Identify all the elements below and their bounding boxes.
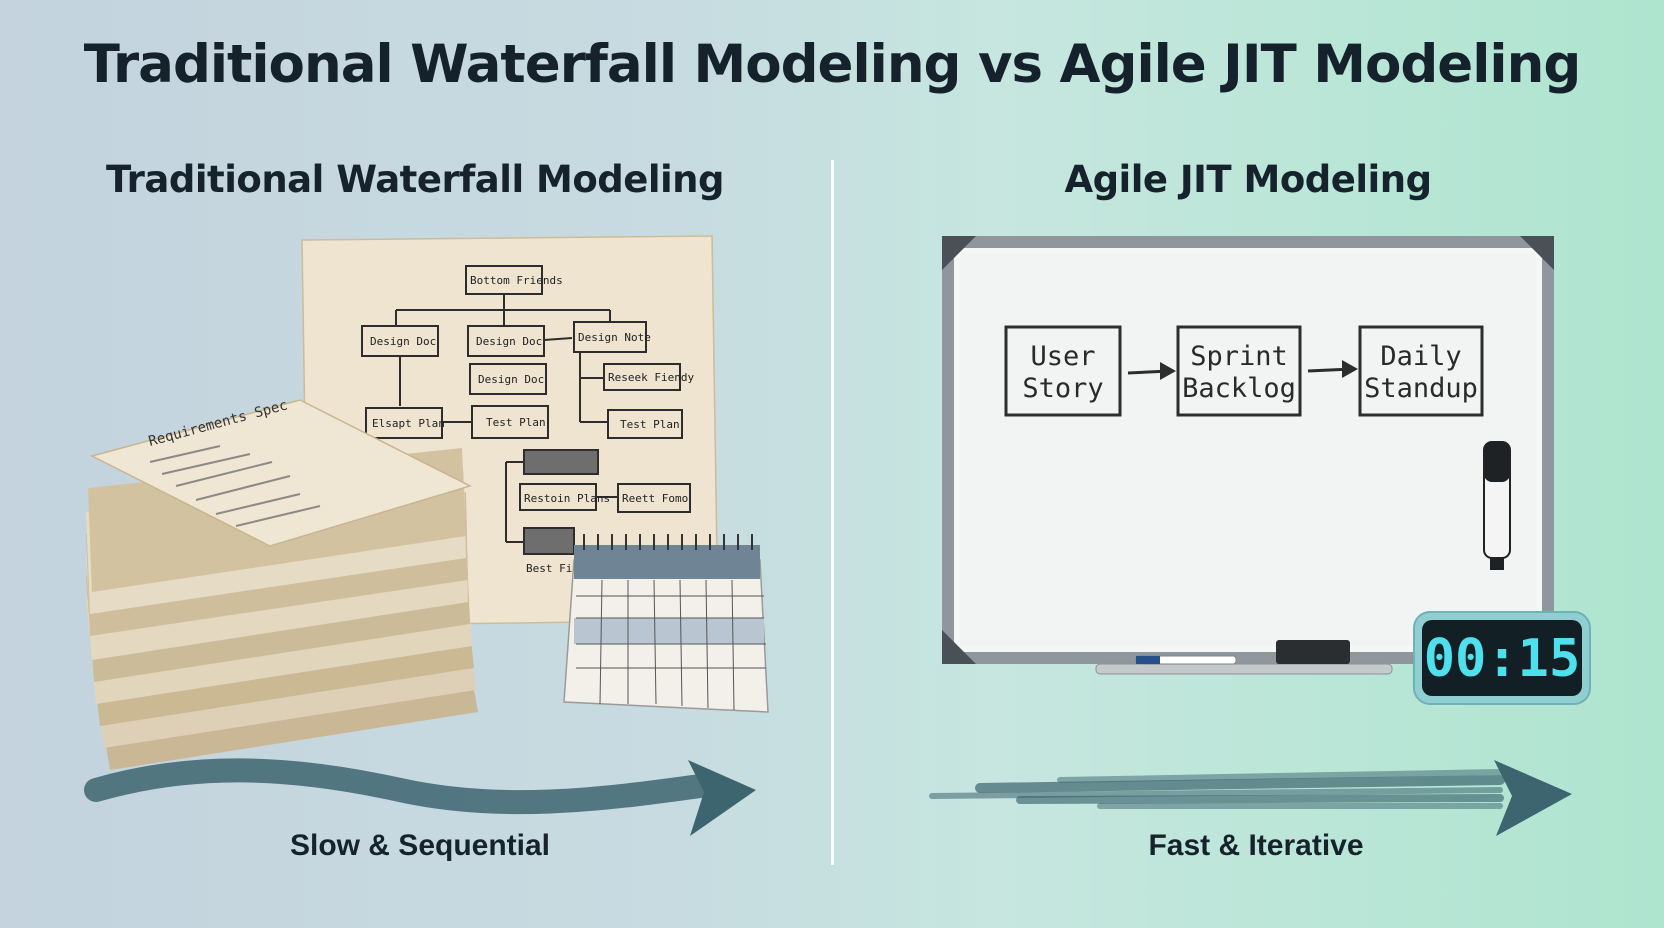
- waterfall-heading: Traditional Waterfall Modeling: [105, 158, 725, 201]
- svg-text:Reett Fomo: Reett Fomo: [622, 492, 688, 505]
- chart-box-label: Design Doc: [370, 335, 436, 348]
- chart-box-label: Design Doc: [476, 335, 542, 348]
- card-text: Sprint: [1190, 341, 1288, 372]
- sprint-backlog-card: [1176, 325, 1302, 417]
- requirements-paper-stack: Requirements Spec: [86, 397, 478, 770]
- digital-timer: 00:15: [1413, 611, 1591, 705]
- agile-illustration: User Story Sprint Backlog Daily Standup …: [929, 236, 1591, 836]
- svg-text:Reseek Fiendy: Reseek Fiendy: [608, 371, 694, 384]
- agile-caption: Fast & Iterative: [1148, 829, 1364, 862]
- svg-text:Bottom Friends: Bottom Friends: [470, 274, 563, 287]
- svg-text:Best Fize: Best Fize: [526, 562, 586, 575]
- daily-standup-card: [1358, 325, 1484, 417]
- card-text: Story: [1022, 373, 1103, 404]
- desk-calendar: [563, 534, 769, 713]
- card-text: Backlog: [1182, 373, 1296, 404]
- card-text: Daily: [1380, 341, 1461, 372]
- card-text: Standup: [1364, 373, 1478, 404]
- page-title: Traditional Waterfall Modeling vs Agile …: [83, 34, 1582, 95]
- panel-divider: [831, 160, 834, 865]
- fast-arrow: [929, 760, 1572, 836]
- chart-box-label: Design Doc: [478, 373, 544, 386]
- slow-arrow: [84, 758, 756, 836]
- user-story-card: [1004, 325, 1122, 417]
- whiteboard: [942, 236, 1554, 675]
- chart-box-label: Test Plan: [620, 418, 680, 431]
- timer-display: 00:15: [1424, 629, 1581, 689]
- waterfall-caption: Slow & Sequential: [289, 829, 551, 862]
- agile-heading: Agile JIT Modeling: [1064, 158, 1432, 201]
- svg-text:Elsapt Plan: Elsapt Plan: [372, 417, 445, 430]
- svg-text:Design Note: Design Note: [578, 331, 651, 344]
- svg-text:Restoin Plans: Restoin Plans: [524, 492, 610, 505]
- chart-box-label: Test Plan: [486, 416, 546, 429]
- card-text: User: [1030, 341, 1095, 372]
- waterfall-illustration: Bottom Friends Design Doc Design Doc Des…: [84, 235, 769, 836]
